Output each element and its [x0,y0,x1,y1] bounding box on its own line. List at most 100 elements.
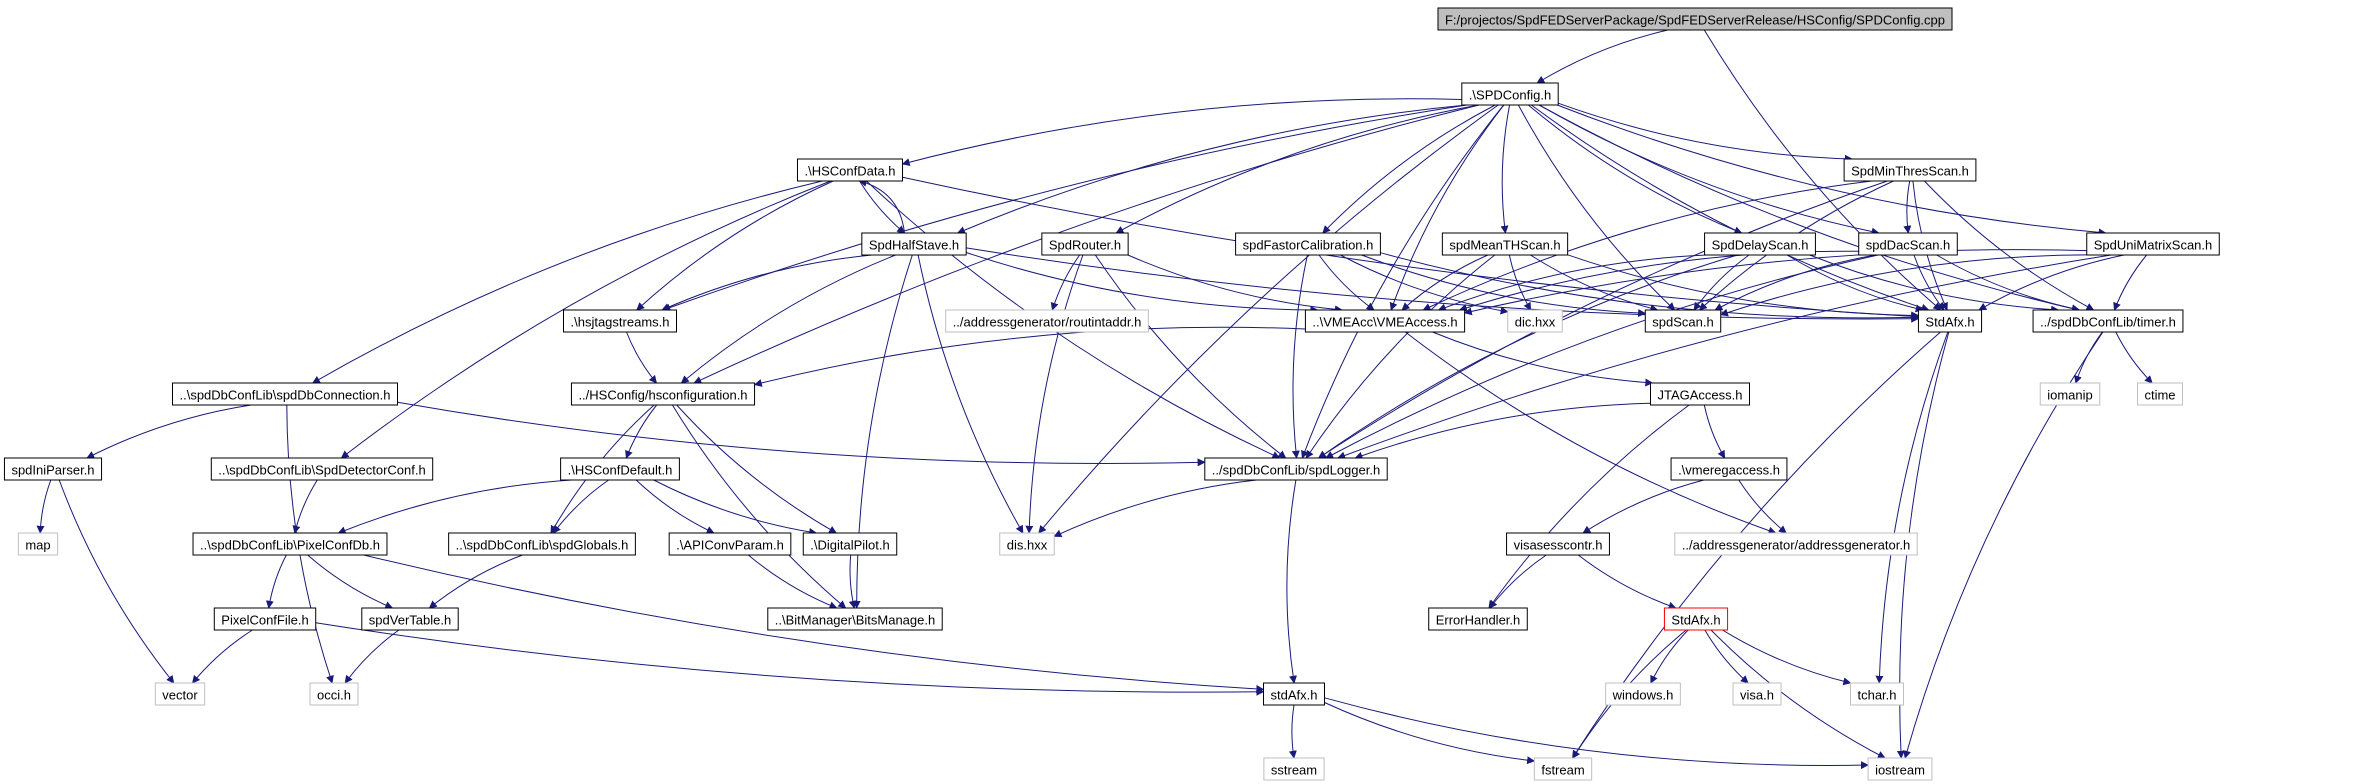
edge-spddac-to-stdafx1 [1913,254,1945,311]
node-spdvertable-h[interactable]: spdVerTable.h [361,607,459,631]
node-digitalpilot-h[interactable]: .\DigitalPilot.h [802,532,898,556]
node-dis-hxx[interactable]: dis.hxx [999,532,1055,556]
edge-spddelay-to-spdscan [1693,254,1750,311]
node-spdhalfstave-h[interactable]: SpdHalfStave.h [861,232,967,256]
edge-spdconfig-to-vmeaccess [1389,104,1505,311]
edge-spdiniparser-to-vector [58,479,175,684]
node-spddbconflib-timer-h[interactable]: ../spdDbConfLib/timer.h [2032,309,2184,333]
node-label: occi.h [317,688,351,703]
node-label: vector [162,688,198,703]
node-box [1670,457,1788,481]
node-spdunimatrixscan-h[interactable]: SpdUniMatrixScan.h [2086,232,2220,256]
node-spddbconflib-spddbconnection-h[interactable]: ..\spdDbConfLib\spdDbConnection.h [171,382,399,406]
edge-hsconfdata-to-spdhalfstave [859,180,906,234]
node-spddbconflib-spdlogger-h[interactable]: ../spdDbConfLib/spdLogger.h [1204,457,1388,481]
node-map[interactable]: map [17,532,59,556]
node-spdrouter-h[interactable]: SpdRouter.h [1041,232,1129,256]
node-spddelayscan-h[interactable]: SpdDelayScan.h [1704,232,1816,256]
node-vmeregaccess-h[interactable]: .\vmeregaccess.h [1670,457,1788,481]
edge-vmeregaccess-to-addressgen [1738,479,1787,534]
node-stdafx-h[interactable]: StdAfx.h [1917,309,1983,333]
node-visasesscontr-h[interactable]: visasesscontr.h [1506,532,1610,556]
node-spdscan-h[interactable]: spdScan.h [1644,309,1722,333]
node-box [1428,607,1528,631]
node-label: visa.h [1740,688,1774,703]
node-pixelconffile-h[interactable]: PixelConfFile.h [213,607,317,631]
node-spdmeanthscan-h[interactable]: spdMeanTHScan.h [1441,232,1569,256]
node-label: iomanip [2047,388,2093,403]
node-label: .\hsjtagstreams.h [571,315,670,330]
node-bitmanager-bitsmanage-h[interactable]: ..\BitManager\BitsManage.h [767,607,943,631]
node-sstream[interactable]: sstream [1263,757,1325,781]
edge-hsconfiguration-to-digitalpilot [676,404,837,534]
node-iomanip[interactable]: iomanip [2039,382,2101,406]
edge-spdconfig-to-spdunimatrix [1557,104,2107,237]
edge-spdvertable-to-occi [344,629,400,684]
node-label: StdAfx.h [1925,315,1974,330]
edge-spdconfig-to-dishxx [1038,104,1499,534]
node-vmeacc-vmeaccess-h[interactable]: ..\VMEAcc\VMEAccess.h [1304,309,1466,333]
node-label: .\SPDConfig.h [1469,88,1551,103]
node-fstream[interactable]: fstream [1533,757,1593,781]
node-addressgenerator-addressgenerator-h[interactable]: ../addressgenerator/addressgenerator.h [1674,532,1918,556]
node-jtagaccess-h[interactable]: JTAGAccess.h [1649,382,1751,406]
node-errorhandler-h[interactable]: ErrorHandler.h [1428,607,1528,631]
node-label: JTAGAccess.h [1657,388,1742,403]
node-label: ../spdDbConfLib/spdLogger.h [1212,463,1380,478]
edge-detectorconf-to-pixelconfdb [292,479,318,534]
node-spdminthresscan-h[interactable]: SpdMinThresScan.h [1843,158,1977,182]
node-stdafx-h[interactable]: stdAfx.h [1263,682,1325,706]
node-box [1674,532,1918,556]
node-dic-hxx[interactable]: dic.hxx [1507,309,1563,333]
node-box [1867,757,1933,781]
node-label: spdScan.h [1652,315,1713,330]
node-spddbconflib-pixelconfdb-h[interactable]: ..\spdDbConfLib\PixelConfDb.h [192,532,388,556]
node-hsconfdata-h[interactable]: .\HSConfData.h [796,158,904,182]
node-iostream[interactable]: iostream [1867,757,1933,781]
edge-digitalpilot-to-bitsmanage [848,554,857,609]
edge-visasess-to-stdafx2 [1577,554,1677,610]
node-f-projectos-spdfedserverpackage-spdfedserverrelease-hsconfig-spdconfig-cpp[interactable]: F:/projectos/SpdFEDServerPackage/SpdFEDS… [1437,7,1953,31]
node-windows-h[interactable]: windows.h [1605,682,1681,706]
edge-stdafx2-to-visa [1704,629,1749,684]
node-stdafx-h[interactable]: StdAfx.h [1663,607,1729,631]
node-spdconfig-h[interactable]: .\SPDConfig.h [1461,82,1559,106]
node-occi-h[interactable]: occi.h [309,682,359,706]
edge-dbconnection-to-spdlogger [397,401,1206,467]
node-box [1263,682,1325,706]
node-spddbconflib-spdglobals-h[interactable]: ..\spdDbConfLib\spdGlobals.h [448,532,636,556]
node-label: sstream [1271,763,1317,778]
node-hsconfig-hsconfiguration-h[interactable]: ../HSConfig/hsconfiguration.h [570,382,756,406]
node-apiconvparam-h[interactable]: .\APIConvParam.h [668,532,792,556]
node-spddbconflib-spddetectorconf-h[interactable]: ..\spdDbConfLib\SpdDetectorConf.h [210,457,434,481]
node-box [1704,232,1816,256]
node-hsconfdefault-h[interactable]: .\HSConfDefault.h [560,457,680,481]
edge-spdmeanth-to-spdscan [1530,254,1659,313]
edge-hsjtag-to-hsconfiguration [626,331,658,384]
node-ctime[interactable]: ctime [2136,382,2184,406]
node-label: SpdHalfStave.h [869,238,959,253]
node-box [2039,382,2101,406]
edge-stdafx1-to-tchar [1875,331,1949,684]
node-box [861,232,967,256]
node-box [448,532,636,556]
node-addressgenerator-routintaddr-h[interactable]: ../addressgenerator/routintaddr.h [945,309,1149,333]
node-label: spdMeanTHScan.h [1449,238,1560,253]
node-label: map [25,538,50,553]
edge-vmeaccess-to-jtagaccess [1432,331,1654,387]
node-box [1917,309,1983,333]
node-vector[interactable]: vector [154,682,206,706]
edge-timer-to-ctime [2115,331,2153,384]
node-box [1858,232,1958,256]
node-visa-h[interactable]: visa.h [1732,682,1782,706]
edge-hsconfdata-to-hsjtag [636,180,834,311]
node-spddacscan-h[interactable]: spdDacScan.h [1858,232,1958,256]
node-tchar-h[interactable]: tchar.h [1849,682,1905,706]
node-hsjtagstreams-h[interactable]: .\hsjtagstreams.h [563,309,677,333]
node-spdiniparser-h[interactable]: spdIniParser.h [3,457,103,481]
edge-spdhalfstave-to-hsjtag [661,254,873,311]
edge-spddac-to-spdscan [1714,254,1876,311]
edge-spdminthres-to-timer [1924,180,2095,311]
edge-hsconfdefault-to-apiconvparam [635,479,715,534]
node-spdfastorcalibration-h[interactable]: spdFastorCalibration.h [1235,232,1381,256]
